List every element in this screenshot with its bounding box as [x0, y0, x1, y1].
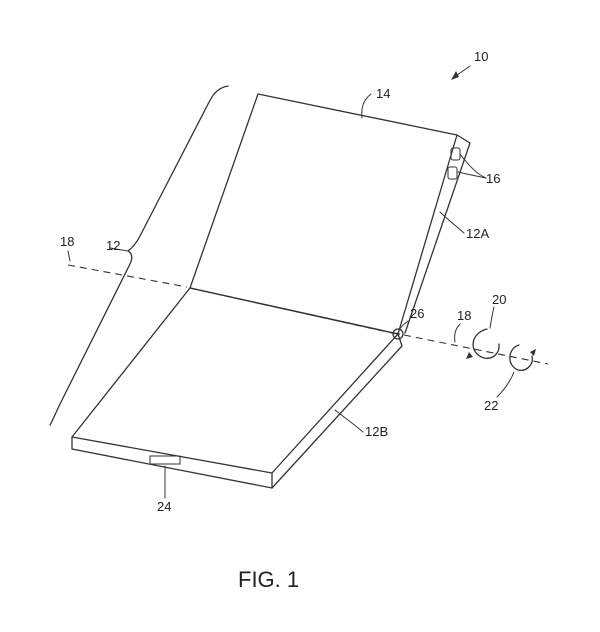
label-26: 26 [410, 306, 424, 321]
label-24: 24 [157, 499, 171, 514]
label-18-right: 18 [457, 308, 471, 323]
rotation-axis-left [67, 264, 188, 288]
label-14: 14 [376, 86, 390, 101]
hinge-outer [392, 328, 404, 340]
rotation-axis-right [403, 334, 549, 365]
rotation-axis-middle [189, 287, 393, 334]
upper-housing [189, 93, 471, 335]
rotation-arrow-22 [509, 344, 536, 371]
label-12B: 12B [365, 424, 388, 439]
lower-screen-face [71, 287, 399, 474]
figure-caption: FIG. 1 [238, 567, 299, 592]
lower-housing-edge [271, 333, 403, 489]
lower-housing-side [71, 436, 273, 489]
volume-button-lower [447, 166, 458, 180]
label-22: 22 [484, 398, 498, 413]
rotation-arrow-20 [466, 328, 500, 359]
connector-port [149, 455, 181, 465]
lower-housing [71, 287, 403, 489]
label-18-left: 18 [60, 234, 74, 249]
label-20: 20 [492, 292, 506, 307]
label-10: 10 [474, 49, 488, 64]
label-16: 16 [486, 171, 500, 186]
label-12A: 12A [466, 226, 489, 241]
label-12: 12 [106, 238, 120, 253]
upper-housing-edge [404, 134, 471, 334]
hinge-center [396, 332, 400, 336]
reference-numerals: 10 14 16 12A 18 12 26 18 20 22 12B 24 [60, 49, 506, 514]
leader-lines [67, 65, 515, 499]
